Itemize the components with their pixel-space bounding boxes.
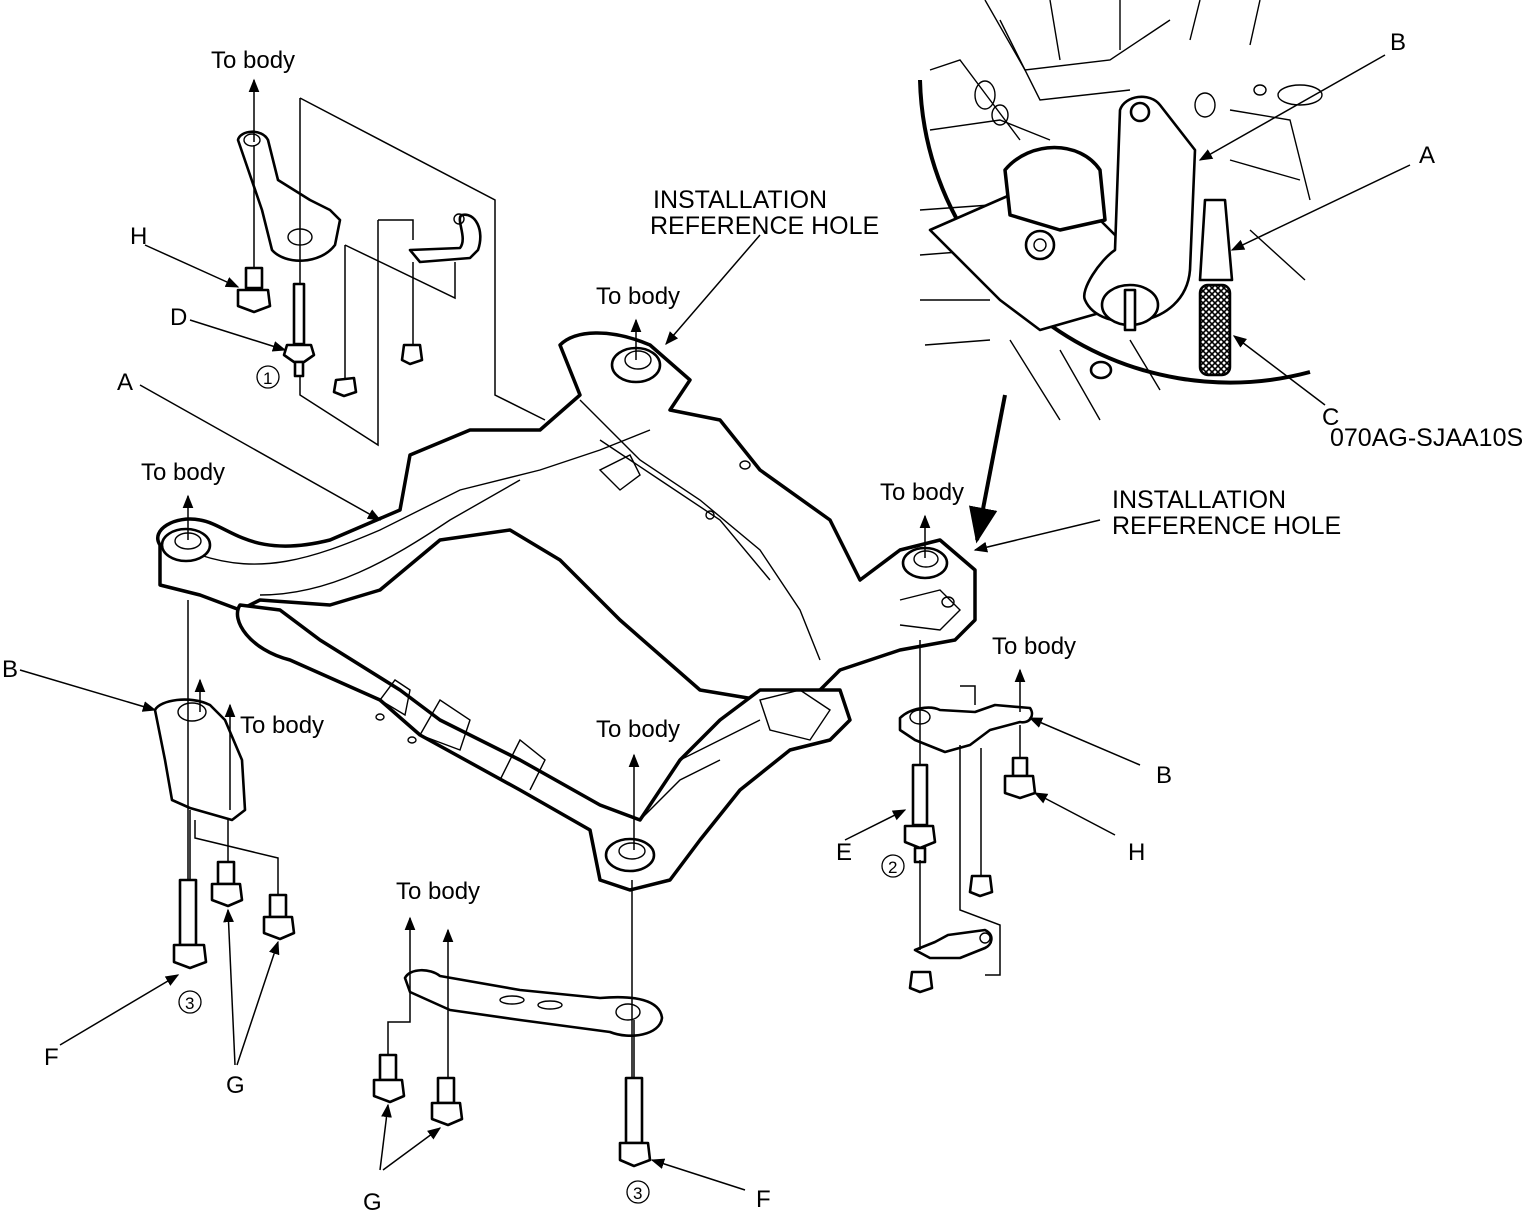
- bracket-B-left: [153, 698, 247, 822]
- step-1: 1: [263, 369, 272, 388]
- installation-reference-hole-label-2a: INSTALLATION: [1112, 486, 1286, 514]
- leader-arrows: [19, 54, 1411, 1191]
- installation-reference-hole-label-1b: REFERENCE HOLE: [650, 212, 879, 240]
- label-B-inset: B: [1390, 29, 1406, 56]
- step-2: 2: [888, 858, 897, 877]
- label-C: C: [1322, 404, 1339, 431]
- to-body-label-stiffener-right: To body: [992, 633, 1076, 660]
- label-G-left: G: [226, 1072, 245, 1099]
- to-body-arrows: [182, 78, 1026, 995]
- installation-reference-hole-label-2b: REFERENCE HOLE: [1112, 512, 1341, 540]
- subframe-A: [156, 331, 977, 892]
- detail-inset: [918, 0, 1323, 421]
- to-body-label-front: To body: [596, 716, 680, 743]
- step-3-bottom: 3: [633, 1184, 642, 1203]
- figure-code: 070AG-SJAA10S: [1330, 424, 1523, 452]
- to-body-label-rear: To body: [596, 283, 680, 310]
- bracket-B-right: [898, 703, 1034, 754]
- to-body-label-top-left: To body: [211, 47, 295, 74]
- label-B-left: B: [2, 656, 18, 683]
- installation-reference-hole-label-1a: INSTALLATION: [653, 186, 827, 214]
- step-3-left: 3: [185, 994, 194, 1013]
- to-body-label-left: To body: [141, 459, 225, 486]
- label-G-bottom: G: [363, 1189, 382, 1216]
- label-D: D: [170, 304, 187, 331]
- step-markers: 1 2 3 3: [178, 365, 905, 1204]
- label-A-inset: A: [1419, 142, 1435, 169]
- label-F-left: F: [44, 1044, 59, 1071]
- label-F-bottom: F: [756, 1186, 771, 1213]
- bolts: [172, 266, 1037, 1168]
- bracket-top-left: [236, 130, 342, 262]
- text-labels: To body To body To body To body To body …: [2, 29, 1523, 1216]
- to-body-label-stiffener-left: To body: [240, 712, 324, 739]
- label-E: E: [836, 839, 852, 866]
- assembly-lines: [187, 97, 1021, 1078]
- to-body-label-bottom: To body: [396, 878, 480, 905]
- label-H-right: H: [1128, 839, 1145, 866]
- stiffener-bottom: [403, 968, 664, 1038]
- label-B-right: B: [1156, 762, 1172, 789]
- to-body-label-right: To body: [880, 479, 964, 506]
- label-A-main: A: [117, 369, 133, 396]
- label-H-top: H: [130, 223, 147, 250]
